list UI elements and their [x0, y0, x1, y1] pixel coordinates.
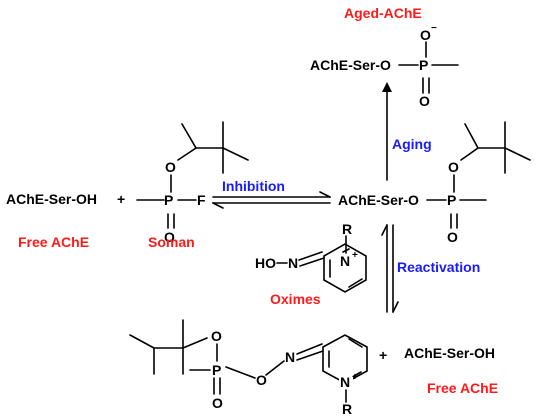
product-oxime-nitrogen: N [285, 349, 295, 365]
phosphonylated-oxime-structure: O P O O N N + R [129, 319, 368, 417]
inhibited-ache-structure: AChE-Ser-O P O O [338, 121, 531, 245]
inhibited-ache-formula: AChE-Ser-O [338, 192, 419, 208]
oxime-structure: HO N N + R Oximes [255, 221, 367, 307]
product-linking-oxygen: O [256, 372, 267, 388]
oxime-ring-nitrogen: N [340, 253, 350, 269]
inhibited-ester-oxygen: O [448, 159, 459, 175]
product-oxo-oxygen: O [212, 395, 223, 411]
reactivation-equilibrium-arrow: Reactivation [381, 224, 480, 313]
aged-po-double-bond [422, 77, 430, 94]
product-olink-n-bond [265, 360, 285, 376]
soman-fluorine-atom: F [197, 192, 206, 208]
product-r-group: R [342, 401, 352, 417]
free-ache-label: Free AChE [18, 234, 89, 250]
inhibited-po-double-bond [450, 213, 458, 229]
aging-label: Aging [392, 136, 432, 152]
free-ache-formula: AChE-Ser-OH [6, 191, 97, 207]
aged-oxo-oxygen: O [419, 93, 430, 109]
product-po-double-bond [213, 377, 221, 395]
product-ring-nitrogen: N [340, 374, 350, 390]
oxime-r-group: R [342, 221, 352, 237]
oxime-positive-charge: + [352, 250, 358, 261]
aged-oxyanion-oxygen: O [420, 27, 431, 43]
oxime-pyridinium-ring [323, 243, 367, 293]
product-pinacolyl-chain [129, 319, 208, 375]
aged-ache-label: Aged-AChE [344, 5, 422, 21]
product-plus-sign: + [379, 347, 387, 363]
regenerated-ache-label: Free AChE [427, 380, 498, 396]
product-positive-charge: + [352, 372, 358, 383]
aged-phosphorus-atom: P [419, 57, 428, 73]
reactant-plus-sign: + [117, 191, 125, 207]
product-cn-double-bond [296, 343, 324, 361]
product-pyridinium-ring [322, 334, 368, 384]
product-p-olink-bond [225, 366, 256, 379]
reactivation-label: Reactivation [397, 259, 480, 275]
soman-phosphorus-atom: P [164, 192, 173, 208]
inhibited-pinacolyl-chain [460, 121, 531, 174]
oxime-nitrogen-atom: N [288, 255, 298, 271]
product-phosphorus-atom: P [212, 362, 221, 378]
regenerated-ache-formula: AChE-Ser-OH [404, 345, 495, 361]
inhibition-label: Inhibition [222, 178, 285, 194]
soman-label: Soman [148, 234, 195, 250]
soman-ester-oxygen: O [165, 159, 176, 175]
oxime-cn-double-bond [298, 251, 325, 267]
soman-po-double-bond [167, 213, 175, 229]
inhibited-oxo-oxygen: O [447, 229, 458, 245]
oximes-label: Oximes [270, 291, 321, 307]
aged-ache-structure: Aged-AChE AChE-Ser-O P O − O [310, 5, 459, 109]
product-ester-oxygen: O [211, 328, 222, 344]
oxime-hydroxyl-group: HO [255, 255, 276, 271]
inhibition-equilibrium-arrow: Inhibition [212, 178, 331, 209]
aged-negative-charge: − [431, 23, 437, 34]
aged-ache-formula: AChE-Ser-O [310, 57, 391, 73]
soman-structure: P F O O Soman [136, 121, 249, 250]
inhibited-phosphorus-atom: P [447, 192, 456, 208]
aging-arrow: Aging [382, 82, 432, 181]
soman-oxo-oxygen: O [164, 229, 175, 245]
soman-pinacolyl-chain [177, 121, 249, 174]
